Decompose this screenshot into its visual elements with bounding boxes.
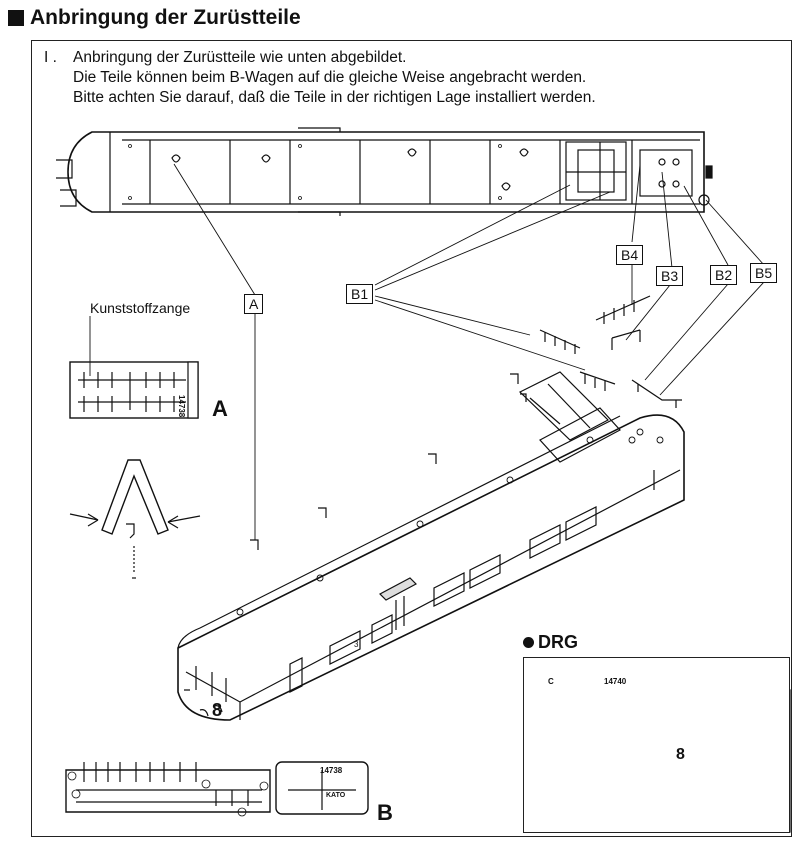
- drg-car-number: 8: [676, 746, 685, 763]
- label-part-a: A: [244, 294, 264, 314]
- car-number-label: 8: [212, 700, 223, 720]
- intro-line-3: Bitte achten Sie darauf, daß die Teile i…: [73, 89, 596, 106]
- section-title: Anbringung der Zurüstteile: [8, 6, 301, 30]
- loose-parts: [250, 295, 682, 550]
- sprue-a-part-number: 14738: [177, 395, 186, 418]
- label-part-b4: B4: [616, 245, 644, 265]
- bullet-icon: [523, 637, 534, 648]
- car-side-number: 3: [354, 640, 359, 649]
- label-part-b5: B5: [750, 263, 778, 283]
- sprue-b: [65, 761, 369, 817]
- sprue-b-part-number: 14738: [320, 766, 343, 775]
- sprue-a: [69, 316, 199, 419]
- sprue-b-brand-mark: KATO: [326, 792, 346, 799]
- drg-inset-frame: [523, 657, 790, 833]
- title-square-icon: [8, 10, 24, 26]
- sprue-a-label: A: [212, 396, 228, 421]
- label-part-b1: B1: [346, 284, 374, 304]
- drg-heading-text: DRG: [538, 632, 578, 652]
- label-part-b2: B2: [710, 265, 738, 285]
- intro-line-2: Die Teile können beim B-Wagen auf die gl…: [73, 69, 587, 86]
- label-part-b3: B3: [656, 266, 684, 286]
- instruction-frame: [31, 40, 792, 837]
- title-text: Anbringung der Zurüstteile: [30, 6, 301, 29]
- drg-heading: DRG: [523, 632, 578, 653]
- tool-label: Kunststoffzange: [90, 300, 191, 316]
- intro-text: I . Anbringung der Zurüstteile wie unten…: [44, 48, 596, 108]
- car-perspective-view: [177, 371, 685, 721]
- car-underside-top-view: [56, 127, 713, 216]
- sprue-b-label: B: [377, 800, 393, 825]
- leader-lines: [173, 163, 765, 540]
- drg-part-number: 14740: [604, 677, 627, 686]
- intro-line-1: Anbringung der Zurüstteile wie unten abg…: [73, 49, 407, 66]
- step-number: I .: [44, 49, 57, 66]
- drg-part-letter: C: [548, 677, 554, 686]
- plastic-nippers: [69, 459, 201, 579]
